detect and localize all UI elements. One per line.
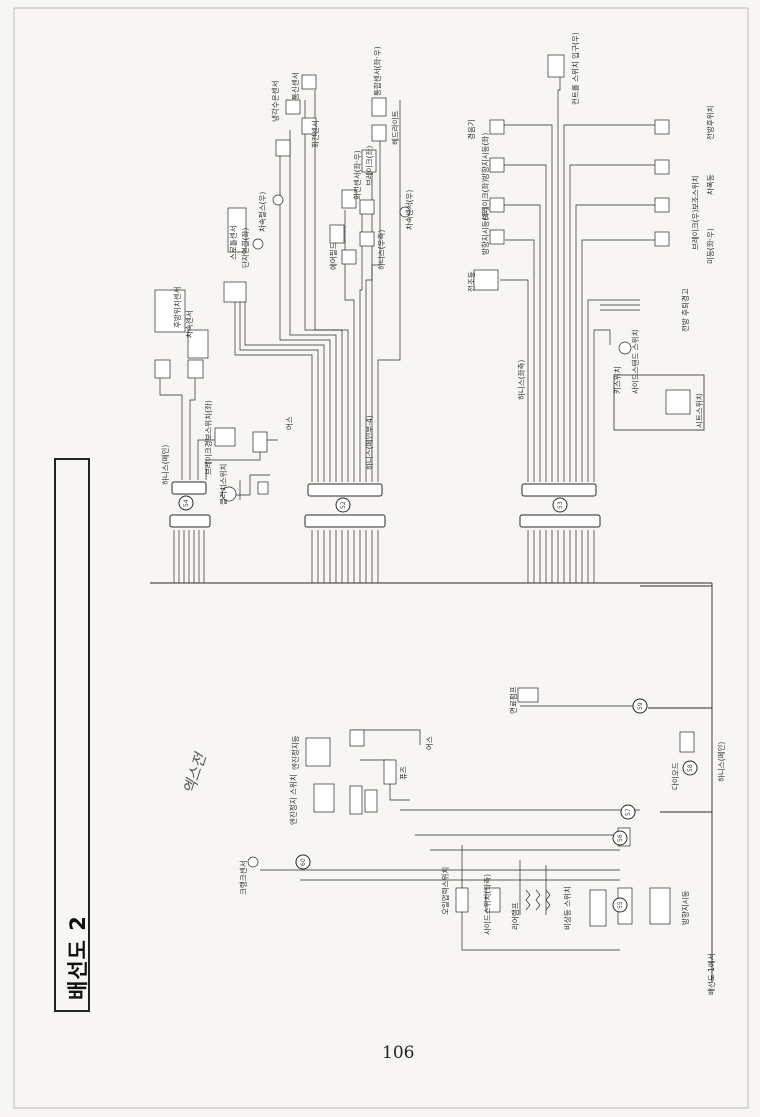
- connector-number: 55: [617, 901, 624, 909]
- component-label: 헤드라이트: [391, 110, 400, 146]
- connector-number: 52: [340, 501, 347, 509]
- component-label: 하니스(메인부-4): [365, 415, 374, 470]
- component-label: 오일압력스위치: [441, 866, 450, 915]
- component-label: 스로틀센서: [229, 225, 238, 261]
- component-label: 어스: [285, 416, 294, 430]
- component-label: 키스위치: [613, 366, 622, 394]
- connector-block-left: [169, 481, 211, 528]
- connector-number: 57: [625, 808, 632, 816]
- component-label: 통신센서: [291, 72, 300, 100]
- component-label: 에어필드: [329, 242, 338, 270]
- component-label: 통합센서(좌·우): [373, 46, 382, 96]
- component-label: 전방후위치: [706, 105, 715, 141]
- component-label: 차속펄스(우): [258, 191, 267, 232]
- component-label: 연료펌프: [509, 686, 518, 714]
- connector-number: 53: [557, 501, 564, 509]
- component-label: 브레이크(좌): [365, 145, 374, 186]
- connector-block-right: [519, 483, 601, 528]
- component-label: 냉각수온센서: [271, 80, 280, 122]
- component-label: 차속센서(우): [405, 189, 414, 230]
- connector-block-center: [304, 483, 386, 528]
- connector-number: 59: [637, 702, 644, 710]
- connector-number: 56: [617, 834, 624, 842]
- main-trunk: [150, 582, 713, 982]
- component-label: 크랭크센서: [239, 860, 248, 896]
- page-number: 106: [382, 1043, 415, 1063]
- connector-number: 54: [183, 499, 190, 507]
- component-label: 단자연결(좌): [241, 227, 250, 268]
- component-label: 배선도 1에서: [707, 953, 716, 995]
- component-label: 브레이크경보스위치(좌): [204, 400, 213, 475]
- right-panel-wiring: [473, 54, 705, 482]
- center-panel-wiring: [223, 74, 411, 482]
- component-label: 사이드스위치(좌측): [483, 873, 492, 935]
- component-label: 회전센서(좌·우): [353, 150, 362, 200]
- harness-lines-center: [311, 530, 379, 583]
- component-label: 어스: [425, 736, 434, 750]
- component-label: 미등(좌·우): [706, 228, 715, 264]
- component-label: 전방 후퇴경고: [681, 288, 690, 332]
- component-label: 하니스(메인): [717, 741, 726, 782]
- component-label: 회전센서: [311, 120, 320, 148]
- connector-number: 60: [300, 858, 307, 866]
- component-label: 클러치스위치: [219, 463, 228, 505]
- page-title: 배선도 2: [66, 915, 90, 1000]
- component-label: 퓨즈: [399, 766, 408, 780]
- component-label: 다이오드: [671, 762, 680, 790]
- component-label: 컨트롤 스위치 입구(우): [571, 32, 580, 105]
- connector-circles: [178, 495, 698, 913]
- component-label: 하니스(메인): [161, 444, 170, 485]
- component-label: 브레이크(좌): [481, 179, 490, 220]
- component-label: 사이드스탠드 스위치: [631, 329, 640, 394]
- component-label: 방향지시등: [681, 890, 690, 926]
- connector-number: 58: [687, 764, 694, 772]
- harness-lines-left: [173, 530, 205, 583]
- component-label: 보조스위치: [691, 175, 700, 211]
- component-label: 엔진정지 스위치: [289, 774, 298, 825]
- harness-lines-right: [527, 530, 595, 583]
- component-label: 비상등 스위치: [563, 886, 572, 930]
- component-label: 브레이크(우): [691, 209, 700, 250]
- component-label: 경음기: [467, 119, 476, 140]
- left-panel-wiring: [154, 289, 278, 502]
- component-label: 엔진정지등: [291, 735, 300, 771]
- component-label: 방향지시등(좌): [481, 132, 490, 180]
- component-label: 시트스위치: [695, 393, 704, 429]
- component-label: 하니스(좌측): [517, 359, 526, 400]
- title-frame: [54, 458, 90, 1012]
- component-label: 하니스(우측): [377, 229, 386, 270]
- component-label: 리어램프: [511, 902, 520, 930]
- component-label: 차속센서: [185, 310, 194, 338]
- component-label: 차폭등: [706, 174, 715, 195]
- component-label: 후방위치센서: [173, 286, 182, 328]
- component-label: 전조등: [467, 271, 476, 292]
